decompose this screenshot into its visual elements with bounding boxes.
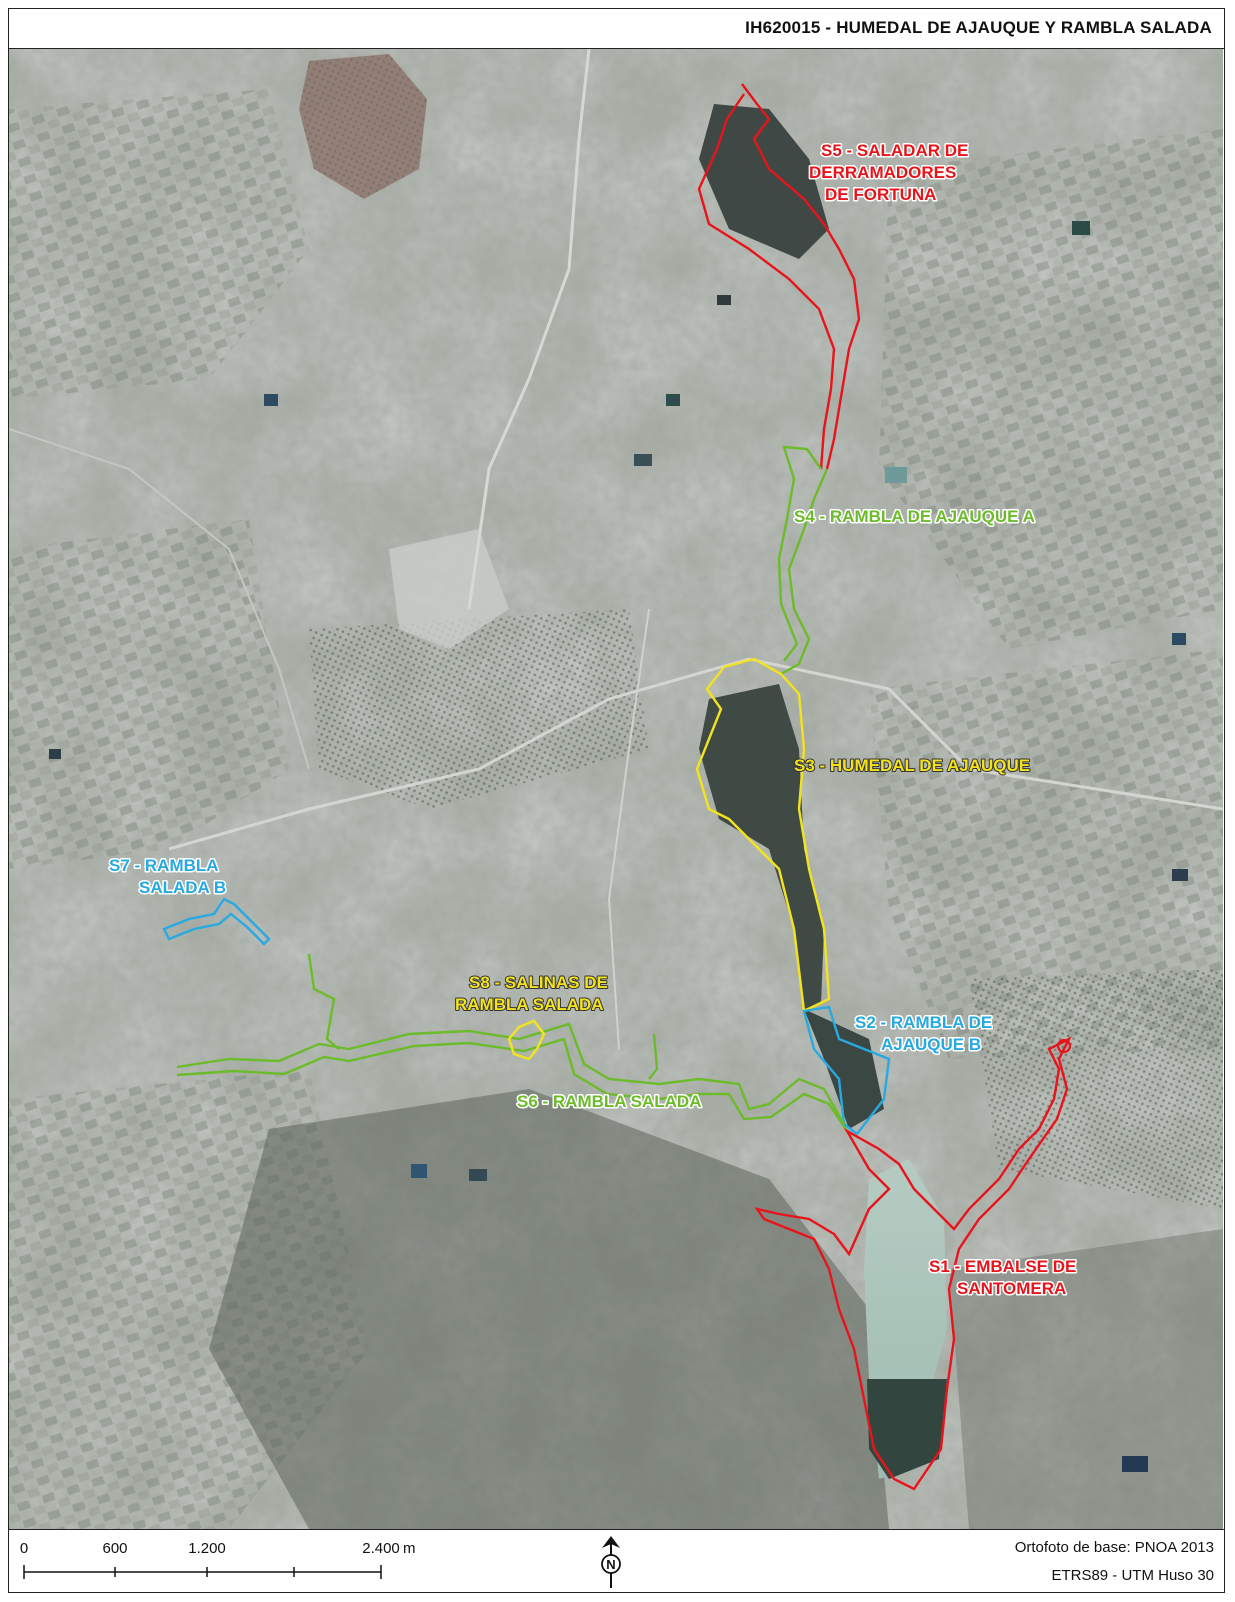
- scale-tick-2400: 2.400: [362, 1540, 400, 1557]
- label-s2-line2[interactable]: AJAUQUE B: [880, 1034, 983, 1056]
- label-s1-line1[interactable]: S1 - EMBALSE DE: [928, 1256, 1078, 1278]
- fields-east: [869, 649, 1223, 1059]
- s6-branch-east: [648, 1033, 659, 1080]
- label-s2-line1[interactable]: S2 - RAMBLA DE: [854, 1012, 994, 1034]
- s4-boundary-a: [780, 468, 829, 676]
- pond: [264, 394, 278, 406]
- s8-boundary: [507, 1019, 546, 1061]
- scale-bar: 0 600 1.200 2.400 m: [19, 1540, 439, 1590]
- map-footer: 0 600 1.200 2.400 m N Ortofoto: [9, 1529, 1224, 1592]
- reservoir-dark-section: [867, 1379, 947, 1479]
- pond: [411, 1164, 427, 1178]
- credits: Ortofoto de base: PNOA 2013 ETRS89 - UTM…: [1015, 1534, 1214, 1590]
- label-s6[interactable]: S6 - RAMBLA SALADA: [516, 1091, 703, 1113]
- industrial-area: [389, 529, 509, 649]
- label-s8-line1[interactable]: S8 - SALINAS DE: [468, 972, 609, 993]
- pond: [469, 1169, 487, 1181]
- mountains-southeast: [949, 1229, 1223, 1529]
- north-label: N: [606, 1557, 615, 1572]
- pond: [634, 454, 652, 466]
- road-west: [9, 428, 310, 770]
- pond: [1172, 633, 1186, 645]
- label-s5-line2[interactable]: DERRAMADORES: [808, 162, 958, 184]
- orchards-southeast: [969, 969, 1223, 1209]
- label-s5-line1[interactable]: S5 - SALADAR DE: [820, 140, 970, 162]
- pond: [666, 394, 680, 406]
- credits-orthophoto: Ortofoto de base: PNOA 2013: [1014, 1539, 1214, 1556]
- label-s5-line3[interactable]: DE FORTUNA: [824, 184, 938, 206]
- scale-tick-600: 600: [102, 1540, 128, 1557]
- label-s8-line2[interactable]: RAMBLA SALADA: [454, 994, 605, 1015]
- scale-tick-1200: 1.200: [188, 1540, 226, 1557]
- label-s7-line2[interactable]: SALADA B: [138, 877, 228, 899]
- ajauque-wetland: [699, 684, 824, 1009]
- scale-bar-graphic: [23, 1565, 382, 1579]
- pond: [885, 467, 907, 483]
- s6-boundary-north: [176, 1022, 846, 1125]
- north-arrow-icon: N: [594, 1534, 628, 1590]
- road-secondary: [607, 608, 650, 1050]
- s1-endpoint-loop: [1056, 1038, 1072, 1054]
- saladar-wetland: [699, 104, 829, 259]
- map-title: IH620015 - HUMEDAL DE AJAUQUE Y RAMBLA S…: [745, 18, 1212, 37]
- s5-boundary-west: [697, 93, 836, 470]
- s7-boundary: [162, 897, 271, 946]
- scale-unit: m: [403, 1540, 416, 1557]
- mountains-south: [209, 1089, 889, 1529]
- map-frame: IH620015 - HUMEDAL DE AJAUQUE Y RAMBLA S…: [8, 8, 1225, 1593]
- fields-northeast: [879, 129, 1223, 649]
- s5-boundary-east: [741, 83, 861, 470]
- label-s7-line1[interactable]: S7 - RAMBLA: [108, 855, 221, 877]
- s1-boundary: [754, 1036, 1072, 1491]
- fields-west: [9, 519, 289, 869]
- pond: [49, 749, 61, 759]
- s3-boundary: [695, 657, 831, 1013]
- pond: [1072, 221, 1090, 235]
- rambla-b-channel: [804, 1009, 884, 1129]
- title-bar: IH620015 - HUMEDAL DE AJAUQUE Y RAMBLA S…: [9, 9, 1224, 49]
- town-texture: [299, 54, 427, 199]
- label-s3[interactable]: S3 - HUMEDAL DE AJAUQUE: [793, 755, 1031, 776]
- map-svg: S5 - SALADAR DE DERRAMADORES DE FORTUNA …: [9, 49, 1223, 1529]
- s4-boundary-b: [777, 445, 822, 662]
- road-east-west: [168, 657, 1223, 851]
- map-canvas[interactable]: S5 - SALADAR DE DERRAMADORES DE FORTUNA …: [9, 49, 1223, 1529]
- north-arrow-graphic: N: [601, 1536, 621, 1588]
- credits-crs: ETRS89 - UTM Huso 30: [1051, 1567, 1214, 1584]
- pond: [1172, 869, 1188, 881]
- label-s4[interactable]: S4 - RAMBLA DE AJAUQUE A: [793, 506, 1037, 528]
- pond: [1122, 1456, 1148, 1472]
- pond: [717, 295, 731, 305]
- scale-tick-0: 0: [19, 1540, 29, 1557]
- s6-boundary-south: [176, 1037, 848, 1132]
- s2-boundary: [802, 1005, 891, 1136]
- label-s1-line2[interactable]: SANTOMERA: [956, 1278, 1068, 1300]
- s6-branch-west: [307, 953, 340, 1050]
- orchards-central: [309, 609, 649, 809]
- fields-northwest: [9, 89, 309, 399]
- road-north: [467, 49, 591, 610]
